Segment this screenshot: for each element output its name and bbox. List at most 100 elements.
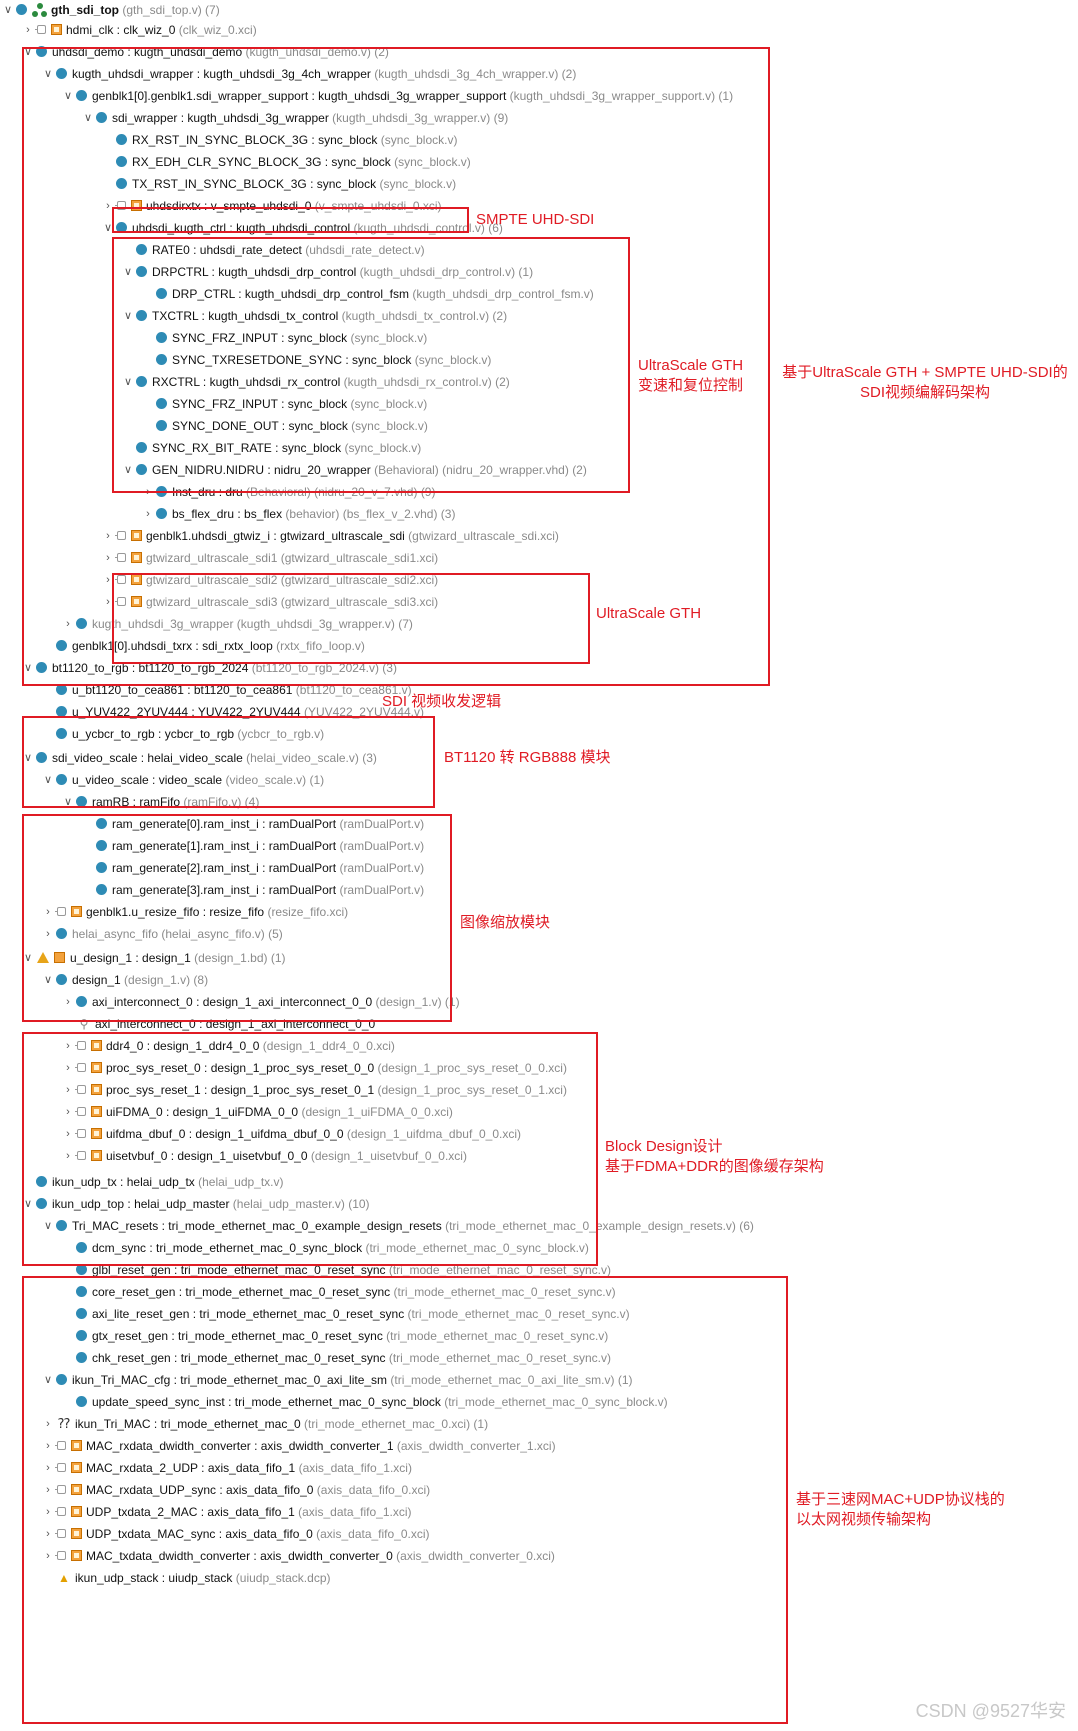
chevron-right-icon[interactable]: › [106, 596, 110, 608]
tree-row[interactable]: ∨DRPCTRL : kugth_uhdsdi_drp_control (kug… [124, 262, 533, 282]
chevron-right-icon[interactable]: › [106, 552, 110, 564]
chevron-down-icon[interactable]: ∨ [43, 1220, 53, 1232]
tree-row[interactable]: SYNC_RX_BIT_RATE : sync_block (sync_bloc… [136, 438, 421, 458]
tree-row[interactable]: ›ddr4_0 : design_1_ddr4_0_0 (design_1_dd… [66, 1036, 395, 1056]
tree-row[interactable]: ›⁇ikun_Tri_MAC : tri_mode_ethernet_mac_0… [46, 1414, 488, 1434]
chevron-down-icon[interactable]: ∨ [23, 662, 33, 674]
chevron-right-icon[interactable]: › [66, 1084, 70, 1096]
chevron-down-icon[interactable]: ∨ [63, 796, 73, 808]
chevron-down-icon[interactable]: ∨ [123, 464, 133, 476]
chevron-right-icon[interactable]: › [46, 1528, 50, 1540]
tree-row[interactable]: TX_RST_IN_SYNC_BLOCK_3G : sync_block (sy… [116, 174, 456, 194]
chevron-down-icon[interactable]: ∨ [123, 376, 133, 388]
chevron-right-icon[interactable]: › [46, 1418, 50, 1430]
chevron-down-icon[interactable]: ∨ [23, 952, 33, 964]
tree-row[interactable]: ›bs_flex_dru : bs_flex (behavior) (bs_fl… [146, 504, 455, 524]
tree-row[interactable]: ›uhdsdirxtx : v_smpte_uhdsdi_0 (v_smpte_… [106, 196, 441, 216]
chevron-right-icon[interactable]: › [26, 24, 30, 36]
chevron-down-icon[interactable]: ∨ [63, 90, 73, 102]
chevron-right-icon[interactable]: › [46, 906, 50, 918]
chevron-right-icon[interactable]: › [46, 1506, 50, 1518]
chevron-right-icon[interactable]: › [46, 928, 50, 940]
tree-row[interactable]: RATE0 : uhdsdi_rate_detect (uhdsdi_rate_… [136, 240, 425, 260]
tree-row[interactable]: ∨ikun_udp_top : helai_udp_master (helai_… [24, 1194, 370, 1214]
tree-row[interactable]: chk_reset_gen : tri_mode_ethernet_mac_0_… [76, 1348, 611, 1368]
tree-row[interactable]: ∨sdi_wrapper : kugth_uhdsdi_3g_wrapper (… [84, 108, 508, 128]
tree-row[interactable]: ›gtwizard_ultrascale_sdi1 (gtwizard_ultr… [106, 548, 438, 568]
tree-row[interactable]: ∨sdi_video_scale : helai_video_scale (he… [24, 748, 377, 768]
chevron-right-icon[interactable]: › [106, 200, 110, 212]
chevron-down-icon[interactable]: ∨ [23, 46, 33, 58]
tree-row[interactable]: ram_generate[3].ram_inst_i : ramDualPort… [96, 880, 424, 900]
tree-row[interactable]: DRP_CTRL : kugth_uhdsdi_drp_control_fsm … [156, 284, 594, 304]
tree-row[interactable]: ›uiFDMA_0 : design_1_uiFDMA_0_0 (design_… [66, 1102, 453, 1122]
tree-row[interactable]: ›uisetvbuf_0 : design_1_uisetvbuf_0_0 (d… [66, 1146, 467, 1166]
chevron-right-icon[interactable]: › [106, 530, 110, 542]
tree-row[interactable]: gtx_reset_gen : tri_mode_ethernet_mac_0_… [76, 1326, 608, 1346]
tree-row[interactable]: u_bt1120_to_cea861 : bt1120_to_cea861 (b… [56, 680, 412, 700]
tree-row[interactable]: ›helai_async_fifo (helai_async_fifo.v) (… [46, 924, 283, 944]
tree-row[interactable]: glbl_reset_gen : tri_mode_ethernet_mac_0… [76, 1260, 611, 1280]
tree-row[interactable]: u_ycbcr_to_rgb : ycbcr_to_rgb (ycbcr_to_… [56, 724, 324, 744]
tree-row[interactable]: SYNC_TXRESETDONE_SYNC : sync_block (sync… [156, 350, 491, 370]
tree-row[interactable]: ›UDP_txdata_MAC_sync : axis_data_fifo_0 … [46, 1524, 429, 1544]
tree-row[interactable]: ›uifdma_dbuf_0 : design_1_uifdma_dbuf_0_… [66, 1124, 521, 1144]
tree-row[interactable]: ram_generate[0].ram_inst_i : ramDualPort… [96, 814, 424, 834]
chevron-right-icon[interactable]: › [46, 1440, 50, 1452]
tree-row[interactable]: ›UDP_txdata_2_MAC : axis_data_fifo_1 (ax… [46, 1502, 411, 1522]
tree-row[interactable]: ›MAC_rxdata_UDP_sync : axis_data_fifo_0 … [46, 1480, 430, 1500]
chevron-right-icon[interactable]: › [66, 1040, 70, 1052]
chevron-down-icon[interactable]: ∨ [3, 4, 13, 16]
tree-row[interactable]: ram_generate[1].ram_inst_i : ramDualPort… [96, 836, 424, 856]
tree-row[interactable]: ›proc_sys_reset_1 : design_1_proc_sys_re… [66, 1080, 567, 1100]
tree-row[interactable]: ∨Tri_MAC_resets : tri_mode_ethernet_mac_… [44, 1216, 754, 1236]
tree-row[interactable]: SYNC_FRZ_INPUT : sync_block (sync_block.… [156, 328, 427, 348]
tree-row[interactable]: ikun_udp_tx : helai_udp_tx (helai_udp_tx… [36, 1172, 284, 1192]
tree-row[interactable]: ›hdmi_clk : clk_wiz_0 (clk_wiz_0.xci) [26, 20, 257, 40]
tree-row[interactable]: dcm_sync : tri_mode_ethernet_mac_0_sync_… [76, 1238, 589, 1258]
tree-row[interactable]: axi_lite_reset_gen : tri_mode_ethernet_m… [76, 1304, 630, 1324]
chevron-down-icon[interactable]: ∨ [23, 1198, 33, 1210]
tree-row[interactable]: ›MAC_rxdata_2_UDP : axis_data_fifo_1 (ax… [46, 1458, 412, 1478]
tree-row[interactable]: ›proc_sys_reset_0 : design_1_proc_sys_re… [66, 1058, 567, 1078]
tree-row[interactable]: genblk1[0].uhdsdi_txrx : sdi_rxtx_loop (… [56, 636, 365, 656]
tree-row[interactable]: ›genblk1.u_resize_fifo : resize_fifo (re… [46, 902, 348, 922]
tree-row[interactable]: ∨u_video_scale : video_scale (video_scal… [44, 770, 324, 790]
tree-row[interactable]: ▲ikun_udp_stack : uiudp_stack (uiudp_sta… [56, 1568, 330, 1588]
tree-row[interactable]: ∨gth_sdi_top (gth_sdi_top.v) (7) [4, 0, 220, 20]
tree-row[interactable]: ∨design_1 (design_1.v) (8) [44, 970, 208, 990]
tree-row[interactable]: ›genblk1.uhdsdi_gtwiz_i : gtwizard_ultra… [106, 526, 559, 546]
chevron-down-icon[interactable]: ∨ [23, 752, 33, 764]
tree-row[interactable]: u_YUV422_2YUV444 : YUV422_2YUV444 (YUV42… [56, 702, 424, 722]
chevron-right-icon[interactable]: › [66, 1106, 70, 1118]
chevron-right-icon[interactable]: › [66, 1150, 70, 1162]
tree-row[interactable]: ∨kugth_uhdsdi_wrapper : kugth_uhdsdi_3g_… [44, 64, 576, 84]
chevron-down-icon[interactable]: ∨ [43, 774, 53, 786]
chevron-down-icon[interactable]: ∨ [43, 68, 53, 80]
tree-row[interactable]: ∨TXCTRL : kugth_uhdsdi_tx_control (kugth… [124, 306, 507, 326]
chevron-down-icon[interactable]: ∨ [43, 1374, 53, 1386]
tree-row[interactable]: ∨ikun_Tri_MAC_cfg : tri_mode_ethernet_ma… [44, 1370, 633, 1390]
tree-row[interactable]: ›gtwizard_ultrascale_sdi3 (gtwizard_ultr… [106, 592, 438, 612]
chevron-right-icon[interactable]: › [46, 1484, 50, 1496]
tree-row[interactable]: SYNC_DONE_OUT : sync_block (sync_block.v… [156, 416, 428, 436]
chevron-right-icon[interactable]: › [106, 574, 110, 586]
chevron-down-icon[interactable]: ∨ [83, 112, 93, 124]
chevron-down-icon[interactable]: ∨ [123, 310, 133, 322]
tree-row[interactable]: SYNC_FRZ_INPUT : sync_block (sync_block.… [156, 394, 427, 414]
tree-row[interactable]: ›MAC_txdata_dwidth_converter : axis_dwid… [46, 1546, 555, 1566]
tree-row[interactable]: RX_RST_IN_SYNC_BLOCK_3G : sync_block (sy… [116, 130, 457, 150]
tree-row[interactable]: ∨GEN_NIDRU.NIDRU : nidru_20_wrapper (Beh… [124, 460, 587, 480]
chevron-right-icon[interactable]: › [46, 1550, 50, 1562]
tree-row[interactable]: ›MAC_rxdata_dwidth_converter : axis_dwid… [46, 1436, 555, 1456]
tree-row[interactable]: update_speed_sync_inst : tri_mode_ethern… [76, 1392, 668, 1412]
chevron-right-icon[interactable]: › [66, 618, 70, 630]
tree-row[interactable]: ›axi_interconnect_0 : design_1_axi_inter… [66, 992, 459, 1012]
chevron-down-icon[interactable]: ∨ [43, 974, 53, 986]
tree-row[interactable]: ∨bt1120_to_rgb : bt1120_to_rgb_2024 (bt1… [24, 658, 397, 678]
tree-row[interactable]: RX_EDH_CLR_SYNC_BLOCK_3G : sync_block (s… [116, 152, 471, 172]
tree-row[interactable]: ›kugth_uhdsdi_3g_wrapper (kugth_uhdsdi_3… [66, 614, 413, 634]
chevron-right-icon[interactable]: › [66, 1128, 70, 1140]
chevron-down-icon[interactable]: ∨ [103, 222, 113, 234]
tree-row[interactable]: ∨RXCTRL : kugth_uhdsdi_rx_control (kugth… [124, 372, 510, 392]
